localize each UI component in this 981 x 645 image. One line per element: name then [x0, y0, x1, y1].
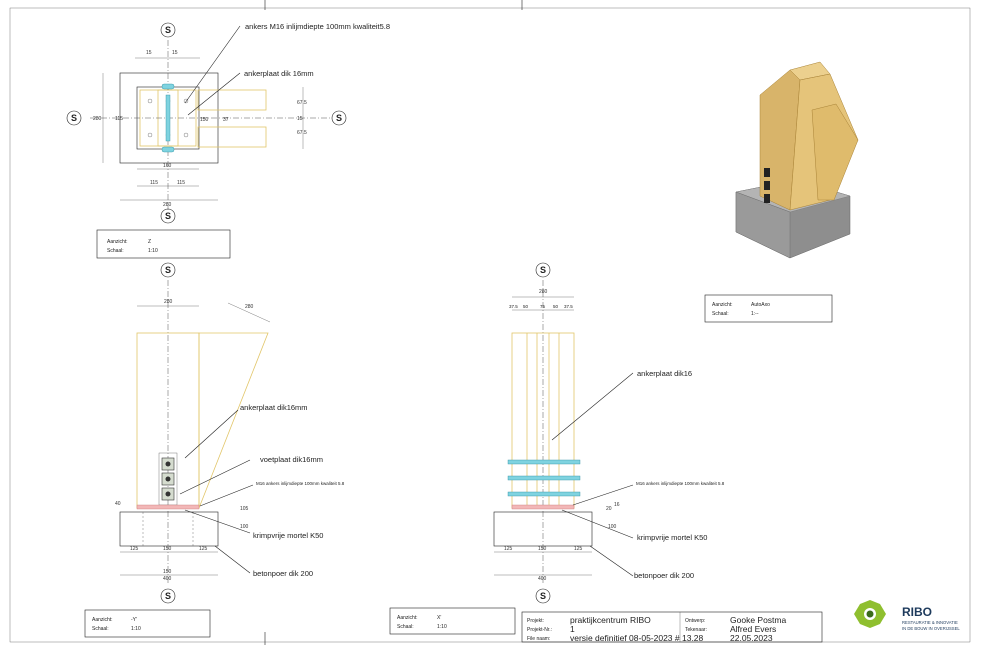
dim-160: 160 — [163, 163, 172, 169]
label-ankerplaat-right: ankerplaat dik16 — [637, 369, 692, 378]
dim-20: 20 — [606, 506, 612, 512]
view-box-y: Aanzicht: -Y' Schaal: 1:10 — [84, 609, 211, 638]
ribo-logo: RIBO RESTAURATIE & INNOVATIE IN DE BOUW … — [854, 600, 960, 631]
title-block: Projekt: praktijkcentrum RIBO Projekt-Nr… — [521, 611, 823, 643]
label-poer-left: betonpoer dik 200 — [253, 569, 313, 578]
scale-label: Schaal: — [397, 624, 414, 630]
view-label: Aanzicht: — [397, 615, 418, 621]
dim-115b: 115 — [177, 180, 185, 186]
scale-value: 1:-- — [751, 311, 759, 317]
drawer: Alfred Evers — [730, 624, 776, 634]
view-label: Aanzicht: — [712, 302, 733, 308]
sheet-border — [9, 7, 971, 643]
dim-105: 105 — [240, 506, 249, 512]
section-mark: S — [165, 591, 171, 601]
project-nr: 1 — [570, 624, 575, 634]
dim-125a: 125 — [504, 546, 513, 552]
dim-125a: 125 — [130, 546, 139, 552]
dim-diag-280: 280 — [245, 304, 254, 310]
dim-r-15: 15 — [297, 116, 303, 122]
dim-50a: 50 — [523, 304, 529, 309]
dim-r-675b: 67.5 — [297, 130, 307, 136]
view-value: X' — [437, 615, 441, 621]
scale-value: 1:10 — [437, 624, 447, 630]
scale-value: 1:10 — [131, 626, 141, 632]
view-box-axo: Aanzicht: AutoAxo Schaal: 1:-- — [704, 294, 833, 323]
view-value: -Y' — [131, 617, 137, 623]
section-markers: S S S S S S S S — [66, 22, 551, 604]
dim-37: 37 — [223, 117, 229, 123]
dim-40: 40 — [115, 501, 121, 507]
label-voetplaat-left: voetplaat dik16mm — [260, 455, 323, 464]
scale-label: Schaal: — [107, 248, 124, 254]
dim-400: 400 — [163, 576, 172, 582]
section-mark: S — [165, 211, 171, 221]
section-mark: S — [71, 113, 77, 123]
label-mortel-right: krimpvrije mortel K50 — [637, 533, 707, 542]
scale-label: Schaal: — [92, 626, 109, 632]
project-name: praktijkcentrum RIBO — [570, 615, 651, 625]
plan-view-z: 15 15 160 115 115 280 280 115 67.5 15 67… — [90, 22, 390, 210]
dim-100: 100 — [608, 524, 617, 530]
axo-view — [735, 61, 859, 259]
dim-100: 100 — [240, 524, 249, 530]
dim-150: 150 — [200, 117, 209, 123]
view-box-z: Aanzicht: Z Schaal: 1:10 — [96, 229, 231, 259]
section-mark: S — [165, 265, 171, 275]
drawer-label: Tekenaar: — [685, 627, 707, 633]
designer: Gooke Postma — [730, 615, 786, 625]
dim-150b: 150 — [163, 569, 172, 575]
dim-125b: 125 — [199, 546, 208, 552]
logo-name: RIBO — [902, 605, 932, 619]
dim-125b: 125 — [574, 546, 583, 552]
dim-280: 280 — [163, 202, 172, 208]
section-mark: S — [165, 25, 171, 35]
view-value: Z — [148, 239, 151, 245]
logo-tagline-1: RESTAURATIE & INNOVATIE — [902, 620, 958, 625]
section-mark: S — [540, 265, 546, 275]
dim-left-280: 280 — [93, 116, 102, 122]
label-ankers-right: M16 ankers inlijmdiepte 100mm kwaliteit … — [636, 481, 725, 486]
view-label: Aanzicht: — [92, 617, 113, 623]
file-name: versie definitief 08-05-2023 # 13.28 — [570, 633, 704, 643]
scale-value: 1:10 — [148, 248, 158, 254]
view-box-x: Aanzicht: X' Schaal: 1:10 — [389, 607, 516, 635]
dim-75: 75 — [540, 304, 546, 309]
label-ankers-top: ankers M16 inlijmdiepte 100mm kwaliteit5… — [245, 22, 390, 31]
dim-150: 150 — [538, 546, 547, 552]
dim-375b: 37.5 — [564, 304, 573, 309]
dim-150: 150 — [163, 546, 172, 552]
section-mark: S — [336, 113, 342, 123]
dim-right-280: 280 — [539, 289, 548, 295]
dim-left-280: 280 — [164, 299, 173, 305]
dim-15b: 15 — [172, 50, 178, 56]
label-mortel-left: krimpvrije mortel K50 — [253, 531, 323, 540]
dim-16: 16 — [614, 502, 620, 508]
dim-115a: 115 — [150, 180, 158, 186]
design-label: Ontwerp: — [685, 618, 705, 624]
dim-400: 400 — [538, 576, 547, 582]
label-ankerplaat-left: ankerplaat dik16mm — [240, 403, 308, 412]
view-value: AutoAxo — [751, 302, 770, 308]
scale-label: Schaal: — [712, 311, 729, 317]
label-ankerplaat-top: ankerplaat dik 16mm — [244, 69, 314, 78]
project-label: Projekt: — [527, 618, 544, 624]
dim-50b: 50 — [553, 304, 559, 309]
dim-r-675a: 67.5 — [297, 100, 307, 106]
label-poer-right: betonpoer dik 200 — [634, 571, 694, 580]
elevation-y: 280 280 125 150 125 150 400 40 100 105 a… — [115, 280, 345, 585]
elevation-x: 280 37.5 50 75 50 37.5 125 150 125 400 1… — [493, 280, 725, 585]
dim-375a: 37.5 — [509, 304, 518, 309]
file-label: File naam: — [527, 636, 550, 642]
dim-left-115: 115 — [115, 116, 123, 122]
label-ankers-left: M16 ankers inlijmdiepte 100mm kwaliteit … — [256, 481, 345, 486]
section-mark: S — [540, 591, 546, 601]
logo-tagline-2: IN DE BOUW IN OVERIJSSEL — [902, 626, 960, 631]
date: 22.05.2023 — [730, 633, 773, 643]
view-label: Aanzicht: — [107, 239, 128, 245]
dim-15a: 15 — [146, 50, 152, 56]
project-nr-label: Projekt-Nr.: — [527, 627, 552, 633]
